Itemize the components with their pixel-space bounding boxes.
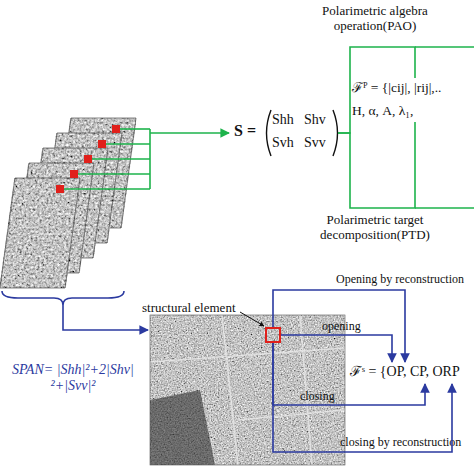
curly-brace [2,291,124,305]
connector [273,343,452,452]
sar-image [150,315,345,465]
pixel-marker [70,170,78,178]
node-text: Shv [304,112,326,128]
pixel-lines [64,47,474,208]
green-line [78,173,150,175]
green-line [415,207,474,209]
right-paren [333,110,338,156]
green-line [149,129,151,189]
span-brace [2,291,148,330]
matrix-node: S = Shh ShvSvh Svv [232,108,338,158]
green-line [64,188,150,190]
road [222,315,238,465]
road [238,410,345,420]
connector [338,47,415,133]
green-line [106,143,150,145]
green-arrow [150,132,229,134]
image-outline [0,178,80,288]
pixel-marker [98,140,106,148]
leader-line [240,312,264,326]
connector [338,122,415,208]
node-text: Svv [304,135,326,151]
road-lines [150,315,345,465]
green-line [415,46,474,48]
node-text: ℱˢ = {OP, CP, ORP [350,364,460,380]
dark-area [150,390,215,465]
node-text: ℱᴾ = {|cij|, |rij|,.. [352,80,442,96]
pixel-marker [56,185,64,193]
matrix-brackets [267,110,338,156]
road [150,348,345,362]
image-outline [150,315,345,465]
edge-label: Polarimetric target decomposition(PTD) [300,213,450,243]
sar-image [0,178,80,288]
green-line [120,128,150,130]
span-formula: SPAN= |Shh|²+2|Shv|²+|Svv|² [2,362,144,394]
edge-label: Opening by reconstruction [336,273,464,287]
edge-label: closing by reconstruction [340,436,461,450]
blue-arrow [63,305,148,330]
structural-element: structural element [265,327,281,343]
feature-set: ℱᴾ = {|cij|, |rij|,.. H, α, A, λ₁, [352,78,474,122]
node-text: Svh [272,135,294,151]
pixel-marker [112,125,120,133]
node-text: structural element [142,301,236,316]
node-text: Shh [272,112,294,128]
connector [273,290,405,362]
left-paren [267,110,272,156]
edge-label: Polarimetric algebra operation(PAO) [300,4,450,34]
pixel-marker [84,155,92,163]
edge-label: opening [322,320,361,334]
edge-label: closing [300,390,335,404]
node-text: H, α, A, λ₁, [352,103,413,119]
node-text: S = [234,122,256,140]
connector [281,335,392,362]
feature-set: ℱˢ = {OP, CP, ORP [350,362,474,384]
green-line [92,158,150,160]
span-image [150,315,345,465]
connector [273,343,425,405]
